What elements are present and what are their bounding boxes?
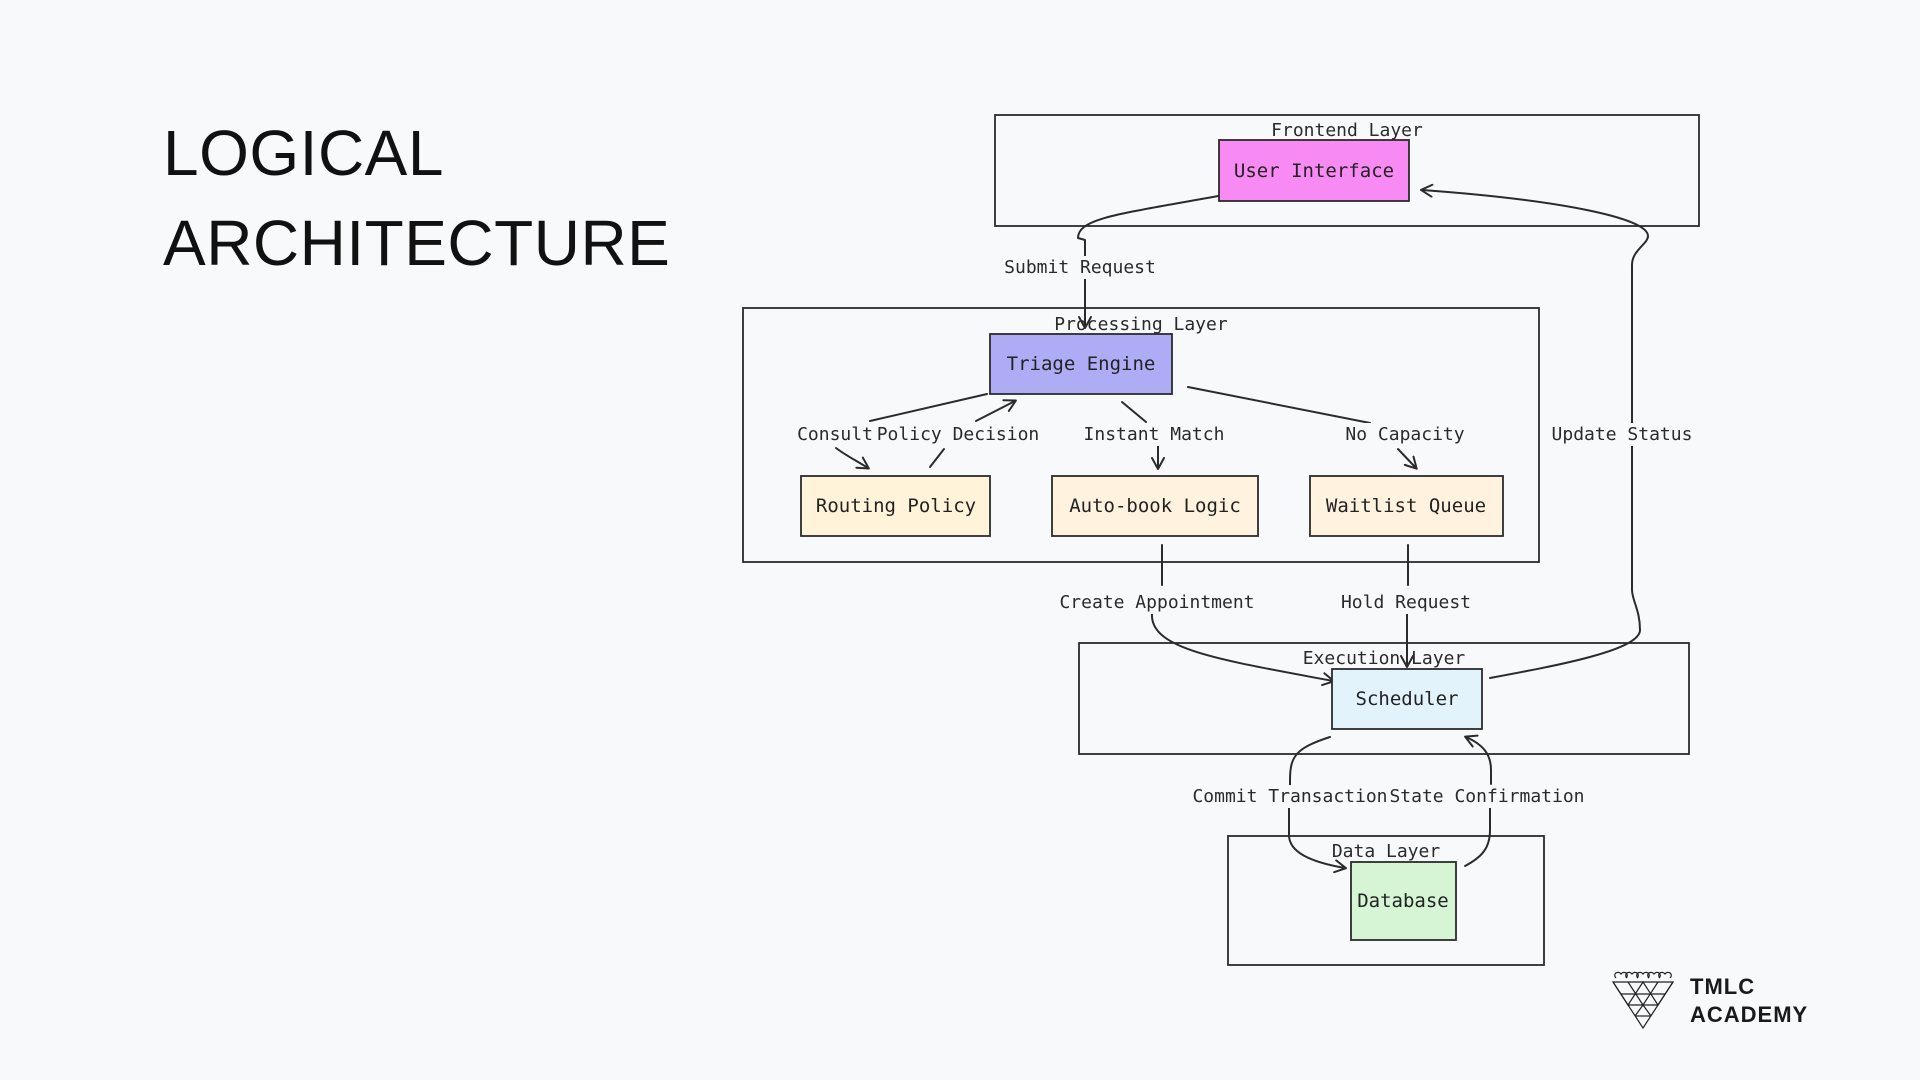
triage-engine-label: Triage Engine bbox=[1007, 353, 1156, 375]
database-box bbox=[1350, 861, 1457, 941]
waitlist-queue-box bbox=[1309, 475, 1504, 537]
label-no-capacity: No Capacity bbox=[1345, 424, 1464, 445]
edge-state-confirmation-2 bbox=[1464, 734, 1492, 785]
label-create-appointment: Create Appointment bbox=[1059, 592, 1254, 613]
label-background bbox=[1386, 785, 1588, 808]
brand-line2: ACADEMY bbox=[1690, 1002, 1809, 1027]
scheduler-label: Scheduler bbox=[1356, 688, 1459, 710]
data-layer: Data Layer bbox=[1227, 835, 1545, 966]
label-background bbox=[1268, 119, 1427, 142]
edge-consult-2 bbox=[835, 447, 870, 470]
edge-state-confirmation bbox=[1464, 807, 1491, 867]
label-update-status: Update Status bbox=[1552, 424, 1693, 445]
autobook-logic-label: Auto-book Logic bbox=[1069, 495, 1241, 517]
data-layer-label: Data Layer bbox=[1332, 841, 1441, 862]
node-routing-policy: Routing Policy bbox=[800, 475, 991, 537]
label-background bbox=[1328, 840, 1444, 863]
label-policy-decision: Policy Decision bbox=[877, 424, 1040, 445]
database-label: Database bbox=[1357, 890, 1449, 912]
label-instant-match: Instant Match bbox=[1084, 424, 1225, 445]
label-background bbox=[1299, 647, 1469, 670]
label-consult: Consult bbox=[797, 424, 873, 445]
brand-logo: TMLC ACADEMY bbox=[1610, 970, 1808, 1032]
execution-layer: Execution Layer bbox=[1078, 642, 1690, 755]
label-background bbox=[1337, 591, 1475, 614]
brand-name: TMLC ACADEMY bbox=[1690, 973, 1808, 1029]
edge-no-capacity-2 bbox=[1397, 448, 1418, 470]
edge-commit-transaction-2 bbox=[1288, 806, 1347, 874]
execution-layer-label: Execution Layer bbox=[1303, 648, 1466, 669]
label-background bbox=[1056, 591, 1258, 614]
autobook-logic-box bbox=[1051, 475, 1259, 537]
node-user-interface: User Interface bbox=[1218, 139, 1410, 202]
frontend-layer-label: Frontend Layer bbox=[1271, 120, 1423, 141]
edge-policy-decision-low bbox=[929, 448, 945, 468]
tmlc-heart-logo-icon bbox=[1611, 971, 1675, 1030]
label-background bbox=[873, 423, 1043, 446]
edge-instant-match bbox=[1121, 401, 1147, 423]
label-state-confirmation: State Confirmation bbox=[1389, 786, 1584, 807]
triage-engine-box bbox=[989, 333, 1173, 395]
label-background bbox=[1548, 423, 1696, 446]
frontend-layer: Frontend Layer bbox=[994, 114, 1700, 227]
page-title-line2: ARCHITECTURE bbox=[163, 207, 671, 279]
label-background bbox=[1189, 785, 1391, 808]
processing-layer: Processing Layer bbox=[742, 307, 1540, 563]
user-interface-box bbox=[1218, 139, 1410, 202]
label-hold-request: Hold Request bbox=[1341, 592, 1471, 613]
waitlist-queue-label: Waitlist Queue bbox=[1326, 495, 1486, 517]
node-waitlist-queue: Waitlist Queue bbox=[1309, 475, 1504, 537]
node-database: Database bbox=[1350, 861, 1457, 941]
node-autobook-logic: Auto-book Logic bbox=[1051, 475, 1259, 537]
node-scheduler: Scheduler bbox=[1331, 668, 1483, 730]
label-background bbox=[1051, 313, 1231, 336]
label-submit-request: Submit Request bbox=[1004, 257, 1156, 278]
page-title-line1: LOGICAL bbox=[163, 117, 444, 189]
label-background bbox=[1342, 423, 1468, 446]
edge-policy-decision-high bbox=[975, 399, 1017, 422]
edge-update-status bbox=[1420, 183, 1649, 679]
edge-consult bbox=[869, 393, 988, 422]
edge-labels: Submit Request Consult Policy Decision I… bbox=[794, 256, 1696, 808]
user-interface-label: User Interface bbox=[1234, 160, 1394, 182]
page-title: LOGICAL ARCHITECTURE bbox=[163, 108, 670, 288]
processing-layer-label: Processing Layer bbox=[1054, 314, 1228, 335]
routing-policy-box bbox=[800, 475, 991, 537]
edge-no-capacity bbox=[1187, 386, 1371, 424]
label-background bbox=[1080, 423, 1228, 446]
edge-submit-request bbox=[1077, 195, 1219, 329]
edge-commit-transaction bbox=[1289, 736, 1331, 787]
label-background bbox=[1001, 256, 1159, 279]
edges bbox=[835, 183, 1649, 874]
label-commit-transaction: Commit Transaction bbox=[1192, 786, 1387, 807]
routing-policy-label: Routing Policy bbox=[816, 495, 976, 517]
brand-line1: TMLC bbox=[1690, 974, 1756, 999]
scheduler-box bbox=[1331, 668, 1483, 730]
label-background bbox=[794, 423, 876, 446]
edge-create-appointment-2 bbox=[1150, 613, 1335, 687]
node-triage-engine: Triage Engine bbox=[989, 333, 1173, 395]
